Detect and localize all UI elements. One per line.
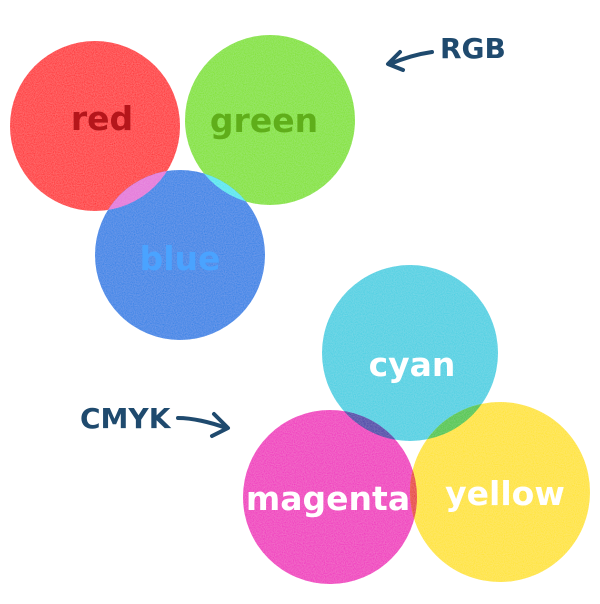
blue-circle	[95, 170, 265, 340]
magenta-circle	[243, 410, 417, 584]
green-label: green	[210, 101, 318, 140]
green-circle	[185, 35, 355, 205]
red-label: red	[71, 99, 133, 138]
yellow-label: yellow	[445, 474, 565, 513]
rgb-diagram	[10, 35, 355, 340]
yellow-circle	[410, 402, 590, 582]
rgb-heading: RGB	[440, 32, 506, 65]
blue-label: blue	[140, 239, 221, 278]
cyan-circle	[322, 265, 498, 441]
cmyk-heading: CMYK	[80, 402, 172, 435]
cmyk-arrow-icon	[176, 412, 230, 438]
magenta-label: magenta	[246, 479, 410, 518]
rgb-arrow-icon	[386, 50, 434, 72]
red-circle	[10, 41, 180, 211]
cyan-label: cyan	[369, 345, 456, 384]
cmyk-diagram	[243, 265, 590, 584]
